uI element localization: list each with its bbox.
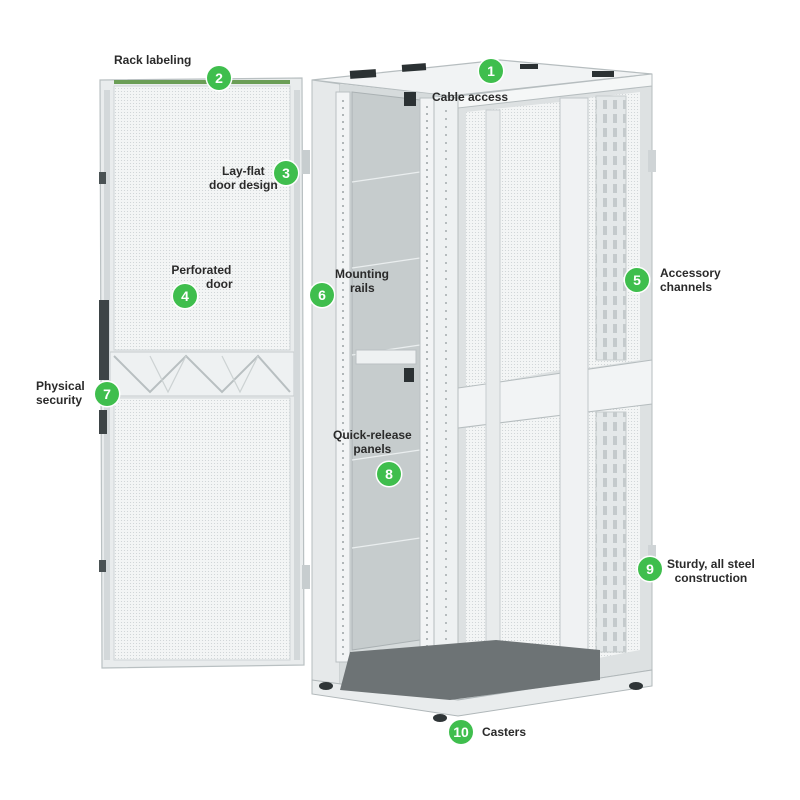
- caster: [433, 714, 447, 722]
- label-accessory-channels: Accessory channels: [660, 266, 721, 294]
- door-hinge: [302, 150, 310, 174]
- mounting-rail: [335, 91, 351, 663]
- label-mounting-rails: Mounting rails: [335, 267, 389, 295]
- callout-badge-2: 2: [207, 66, 231, 90]
- label-physical-security: Physical security: [36, 379, 85, 407]
- callout-badge-1: 1: [479, 59, 503, 83]
- callout-badge-3: 3: [274, 161, 298, 185]
- label-lay-flat-door-design: Lay-flat door design: [209, 164, 278, 192]
- callout-badge-9: 9: [638, 557, 662, 581]
- callout-badge-5: 5: [625, 268, 649, 292]
- callout-badge-8: 8: [377, 462, 401, 486]
- label-cable-access: Cable access: [432, 90, 509, 104]
- caster: [629, 682, 643, 690]
- door-lock: [99, 300, 109, 380]
- side-post: [559, 97, 589, 689]
- base-frame: [311, 669, 653, 717]
- callout-badge-4: 4: [173, 284, 197, 308]
- label-quick-release-panels: Quick-release panels: [333, 428, 412, 456]
- label-perforated-door: Perforated door: [171, 263, 233, 291]
- callout-badge-6: 6: [310, 283, 334, 307]
- accessory-channel: [595, 411, 627, 653]
- side-post: [485, 109, 501, 691]
- door-perforated-panel: [113, 397, 291, 661]
- door-truss: [113, 354, 291, 394]
- door-hinge: [302, 565, 310, 589]
- side-hinge: [648, 150, 656, 172]
- callout-badge-7: 7: [95, 382, 119, 406]
- door-perforated-panel: [113, 85, 291, 351]
- callout-badge-10: 10: [449, 720, 473, 744]
- label-rack-labeling: Rack labeling: [114, 53, 192, 67]
- label-casters: Casters: [482, 725, 527, 739]
- caster: [319, 682, 333, 690]
- cabinet-floor: [340, 640, 600, 700]
- rack-labeling-strip: [114, 80, 290, 84]
- cabinet-body: [311, 59, 656, 722]
- label-sturdy-all-steel-construction: Sturdy, all steel construction: [667, 557, 755, 585]
- front-door: [99, 77, 310, 669]
- side-hinge: [648, 545, 656, 567]
- accessory-channel: [595, 95, 627, 361]
